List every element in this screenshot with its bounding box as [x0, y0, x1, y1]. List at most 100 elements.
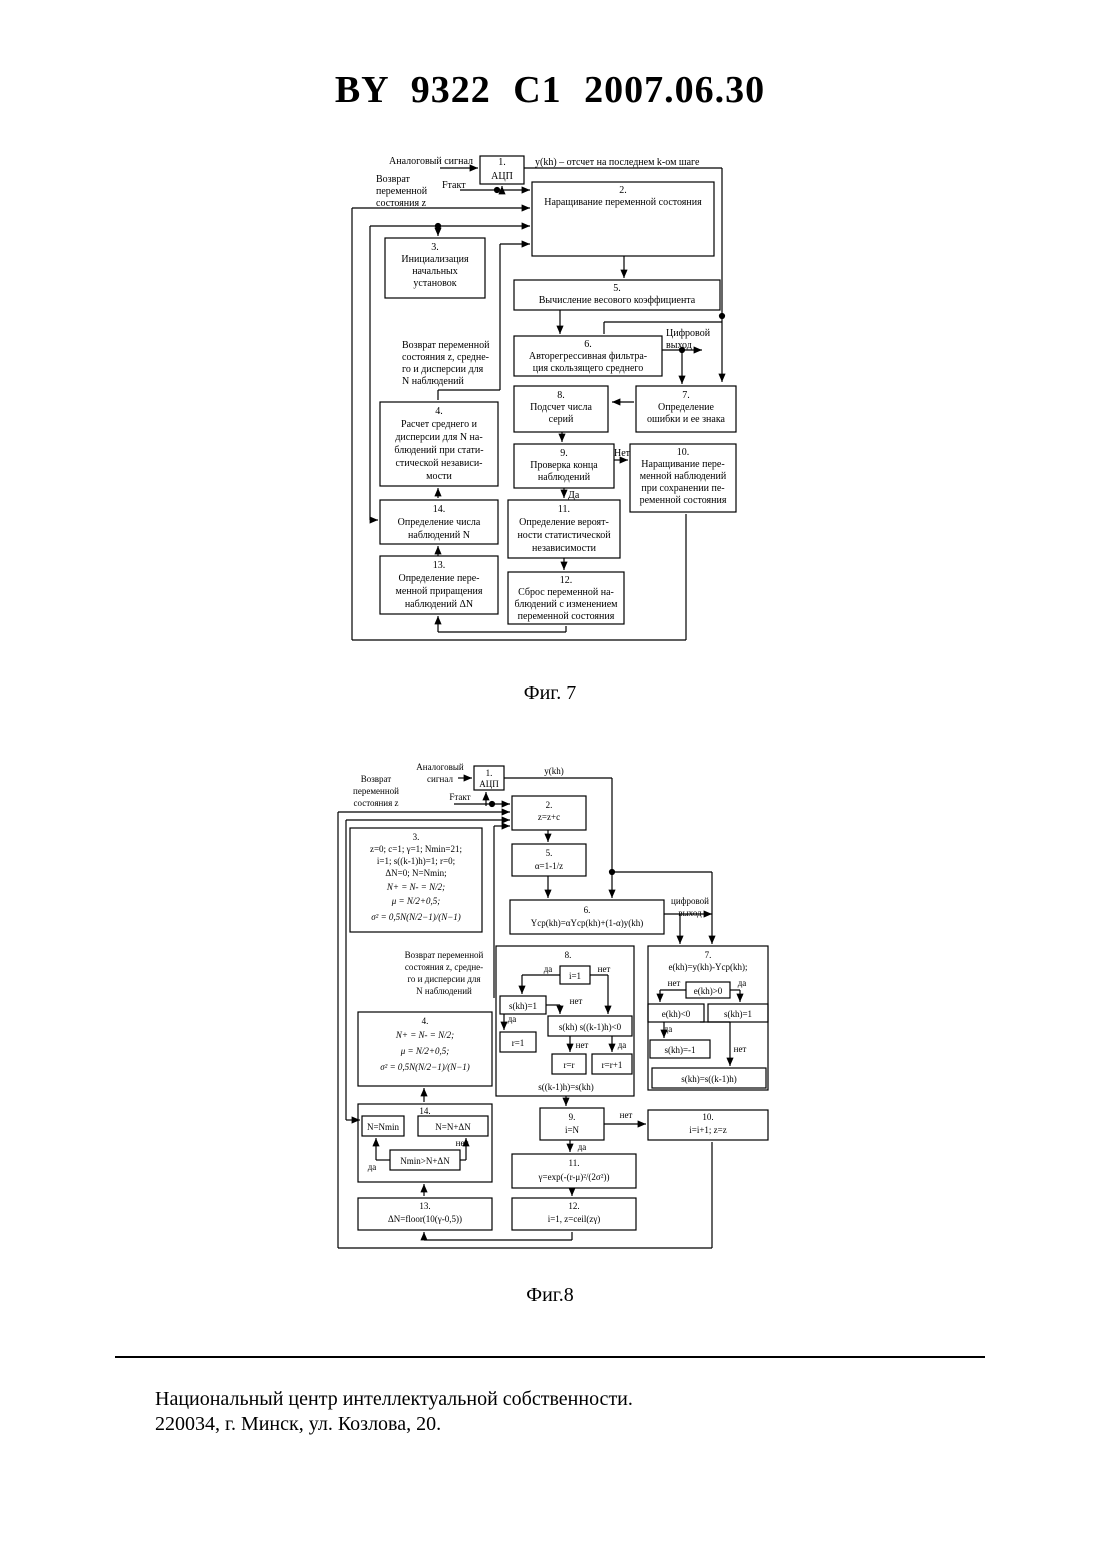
fig8-box4-l1: N+ = N- = N/2; — [395, 1030, 454, 1040]
fig7-box9-l2: наблюдений — [538, 472, 591, 483]
fig8-label-return-1: Возврат — [361, 774, 392, 784]
fig7-box10-num: 10. — [677, 447, 690, 458]
fig7-box8-l1: Подсчет числа — [530, 402, 592, 413]
fig7-box4-l5: мости — [426, 471, 452, 482]
fig8-adc-num: 1. — [486, 768, 493, 778]
fig8-box7-text: e(kh)=y(kh)-Yср(kh); — [668, 962, 747, 972]
fig8-ret-3: го и дисперсии для — [407, 974, 480, 984]
fig8-adc-label: АЦП — [479, 779, 499, 789]
fig7-box4-l1: Расчет среднего и — [401, 419, 478, 430]
fig8-da-6: да — [368, 1162, 377, 1172]
fig7-box14-l1: Определение числа — [398, 517, 481, 528]
fig8-sprod-label: s(kh) s((k-1)h)<0 — [559, 1022, 622, 1032]
fig7-ret-stats-4: N наблюдений — [402, 376, 465, 387]
fig8-box11-num: 11. — [569, 1158, 580, 1168]
fig7-box8-l2: серий — [549, 414, 574, 425]
fig7-label-fclk: Fтакт — [442, 180, 466, 191]
fig7-box3-num: 3. — [431, 242, 439, 253]
fig8-ret-2: состояния z, средне- — [405, 962, 483, 972]
fig8-nadd-label: N=N+ΔN — [435, 1122, 471, 1132]
fig8-net-7: нет — [620, 1110, 633, 1120]
fig7-box11-l3: независимости — [532, 543, 597, 554]
fig8-box8-num: 8. — [565, 950, 572, 960]
fig7-label-return-2: переменной — [376, 186, 428, 197]
fig8-box12-text: i=1, z=ceil(zγ) — [548, 1214, 601, 1224]
fig8-label-fclk: Fтакт — [449, 792, 470, 802]
fig7-label-yes: Да — [568, 490, 580, 501]
figure-7-caption: Фиг. 7 — [0, 682, 1100, 705]
fig8-da-5: да — [664, 1024, 673, 1034]
fig8-skh-m1-label: s(kh)=-1 — [664, 1045, 695, 1055]
fig7-adc-num: 1. — [498, 157, 506, 168]
fig7-box13-l3: наблюдений ΔN — [405, 599, 473, 610]
fig8-da-1: да — [544, 964, 553, 974]
fig8-box5-text: α=1-1/z — [535, 861, 563, 871]
fig8-box4-l3: σ² = 0,5N(N/2−1)/(N−1) — [380, 1062, 470, 1072]
fig7-box9-num: 9. — [560, 448, 568, 459]
fig8-label-return-3: состояния z — [353, 798, 398, 808]
fig8-label-return-2: переменной — [353, 786, 399, 796]
fig8-i1-label: i=1 — [569, 971, 581, 981]
fig8-nmin-label: N=Nmin — [367, 1122, 400, 1132]
fig8-label-analog-2: сигнал — [427, 774, 453, 784]
fig7-box4-num: 4. — [435, 406, 443, 417]
footer-line-2: 220034, г. Минск, ул. Козлова, 20. — [155, 1412, 633, 1437]
fig8-box3-l4: N+ = N- = N/2; — [386, 882, 445, 892]
fig8-box3-l1: z=0; c=1; γ=1; Nmin=21; — [370, 844, 462, 854]
fig8-box2-num: 2. — [546, 800, 553, 810]
fig7-box13-l1: Определение пере- — [398, 573, 479, 584]
fig7-box11-num: 11. — [558, 504, 570, 515]
fig8-box10-text: i=i+1; z=z — [689, 1125, 726, 1135]
fig8-box13-text: ΔN=floor(10(γ-0,5)) — [388, 1214, 462, 1224]
fig8-da-2: да — [508, 1014, 517, 1024]
fig7-box12-l3: переменной состояния — [518, 611, 615, 622]
fig7-box6-num: 6. — [584, 339, 592, 350]
fig7-box2-text: Наращивание переменной состояния — [544, 197, 702, 208]
fig8-box14-num: 14. — [419, 1106, 430, 1116]
fig8-box13-num: 13. — [419, 1201, 430, 1211]
fig8-box3-num: 3. — [413, 832, 420, 842]
fig8-net-6: нет — [456, 1138, 469, 1148]
fig7-adc-label: АЦП — [491, 171, 513, 182]
fig8-box5-num: 5. — [546, 848, 553, 858]
figure-8-flowchart: Аналоговый сигнал 1. АЦП y(kh) Возврат п… — [0, 740, 1100, 1260]
fig8-skh-p1-label: s(kh)=1 — [724, 1009, 752, 1019]
fig8-box6-text: Yср(kh)=αYср(kh)+(1-α)y(kh) — [531, 918, 644, 928]
fig8-box3-l5: μ = N/2+0,5; — [391, 896, 440, 906]
fig7-label-return-3: состояния z — [376, 198, 427, 209]
fig7-box7-l2: ошибки и ее знака — [647, 414, 726, 425]
fig8-box6-num: 6. — [584, 905, 591, 915]
fig8-net-4: нет — [668, 978, 681, 988]
fig8-label-ykh: y(kh) — [544, 766, 564, 776]
fig7-box4-l2: дисперсии для N на- — [395, 432, 482, 443]
fig7-box4-l4: стической независи- — [395, 458, 482, 469]
fig8-box7-num: 7. — [705, 950, 712, 960]
fig7-box14-num: 14. — [433, 504, 446, 515]
fig8-ret-1: Возврат переменной — [405, 950, 484, 960]
fig8-da-7: да — [578, 1142, 587, 1152]
fig7-box6-l1: Авторегрессивная фильтра- — [529, 351, 647, 362]
fig8-box4-num: 4. — [422, 1016, 429, 1026]
fig7-label-analog: Аналоговый сигнал — [389, 156, 473, 167]
fig7-box3-l2: начальных — [412, 266, 458, 277]
fig7-label-ykh: y(kh) – отсчет на последнем k-ом шаге — [535, 157, 700, 168]
fig7-box5-text: Вычисление весового коэффициента — [539, 295, 696, 306]
fig7-box12-l2: блюдений с изменением — [515, 599, 619, 610]
footer-divider — [115, 1356, 985, 1358]
fig7-box12-l1: Сброс переменной на- — [518, 587, 614, 598]
fig8-ncheck-label: Nmin>N+ΔN — [400, 1156, 450, 1166]
fig8-net-1: нет — [598, 964, 611, 974]
fig8-box3-l3: ΔN=0; N=Nmin; — [385, 868, 446, 878]
fig7-box3-l1: Инициализация — [401, 254, 469, 265]
fig7-box14-l2: наблюдений N — [408, 530, 470, 541]
fig8-box4-l2: μ = N/2+0,5; — [400, 1046, 449, 1056]
fig7-box9-l1: Проверка конца — [530, 460, 598, 471]
fig8-net-2: нет — [570, 996, 583, 1006]
fig8-label-analog-1: Аналоговый — [416, 762, 464, 772]
fig8-r1-label: r=1 — [512, 1038, 525, 1048]
fig7-box5-num: 5. — [613, 283, 621, 294]
fig8-ekh-neg-label: e(kh)<0 — [662, 1009, 691, 1019]
fig8-net-5: нет — [734, 1044, 747, 1054]
fig8-skh1-label: s(kh)=1 — [509, 1001, 537, 1011]
fig8-da-4: да — [738, 978, 747, 988]
